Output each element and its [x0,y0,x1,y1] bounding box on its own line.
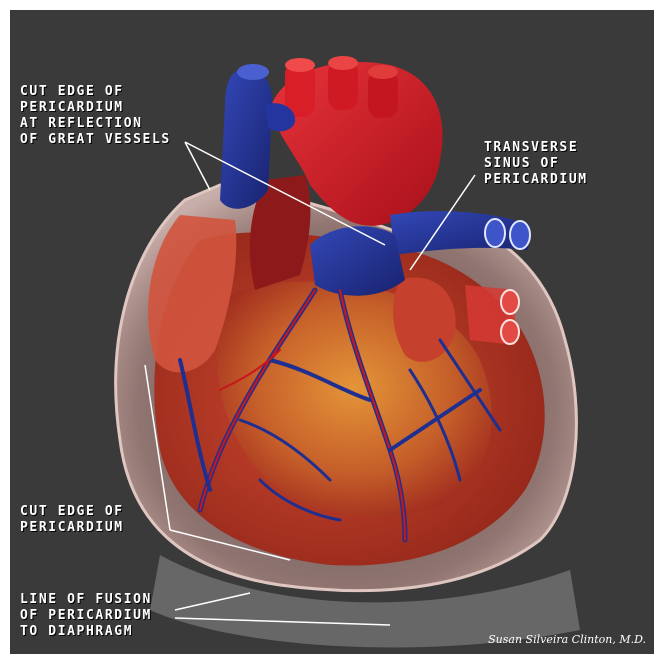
svc-cut-top [237,64,269,80]
illustration-canvas: CUT EDGE OF PERICARDIUM AT REFLECTION OF… [10,10,654,654]
label-cut-edge-great-vessels: CUT EDGE OF PERICARDIUM AT REFLECTION OF… [20,84,171,148]
aorta-cut-top-3 [368,65,398,79]
label-cut-edge-pericardium: CUT EDGE OF PERICARDIUM [20,504,124,536]
pulmonary-vein-cut-3 [501,290,519,314]
pulmonary-vein-cut-4 [501,320,519,344]
aorta-cut-top-2 [328,56,358,70]
pulmonary-vein-cut-1 [485,219,505,247]
label-line-of-fusion: LINE OF FUSION OF PERICARDIUM TO DIAPHRA… [20,592,152,640]
superior-vena-cava [220,69,272,209]
pulmonary-vein-upper [390,211,530,255]
pulmonary-vein-cut-2 [510,221,530,249]
label-transverse-sinus: TRANSVERSE SINUS OF PERICARDIUM [484,140,588,188]
aorta-cut-top-1 [285,58,315,72]
artist-credit: Susan Silveira Clinton, M.D. [488,633,646,646]
aortic-root-blue [310,226,405,295]
